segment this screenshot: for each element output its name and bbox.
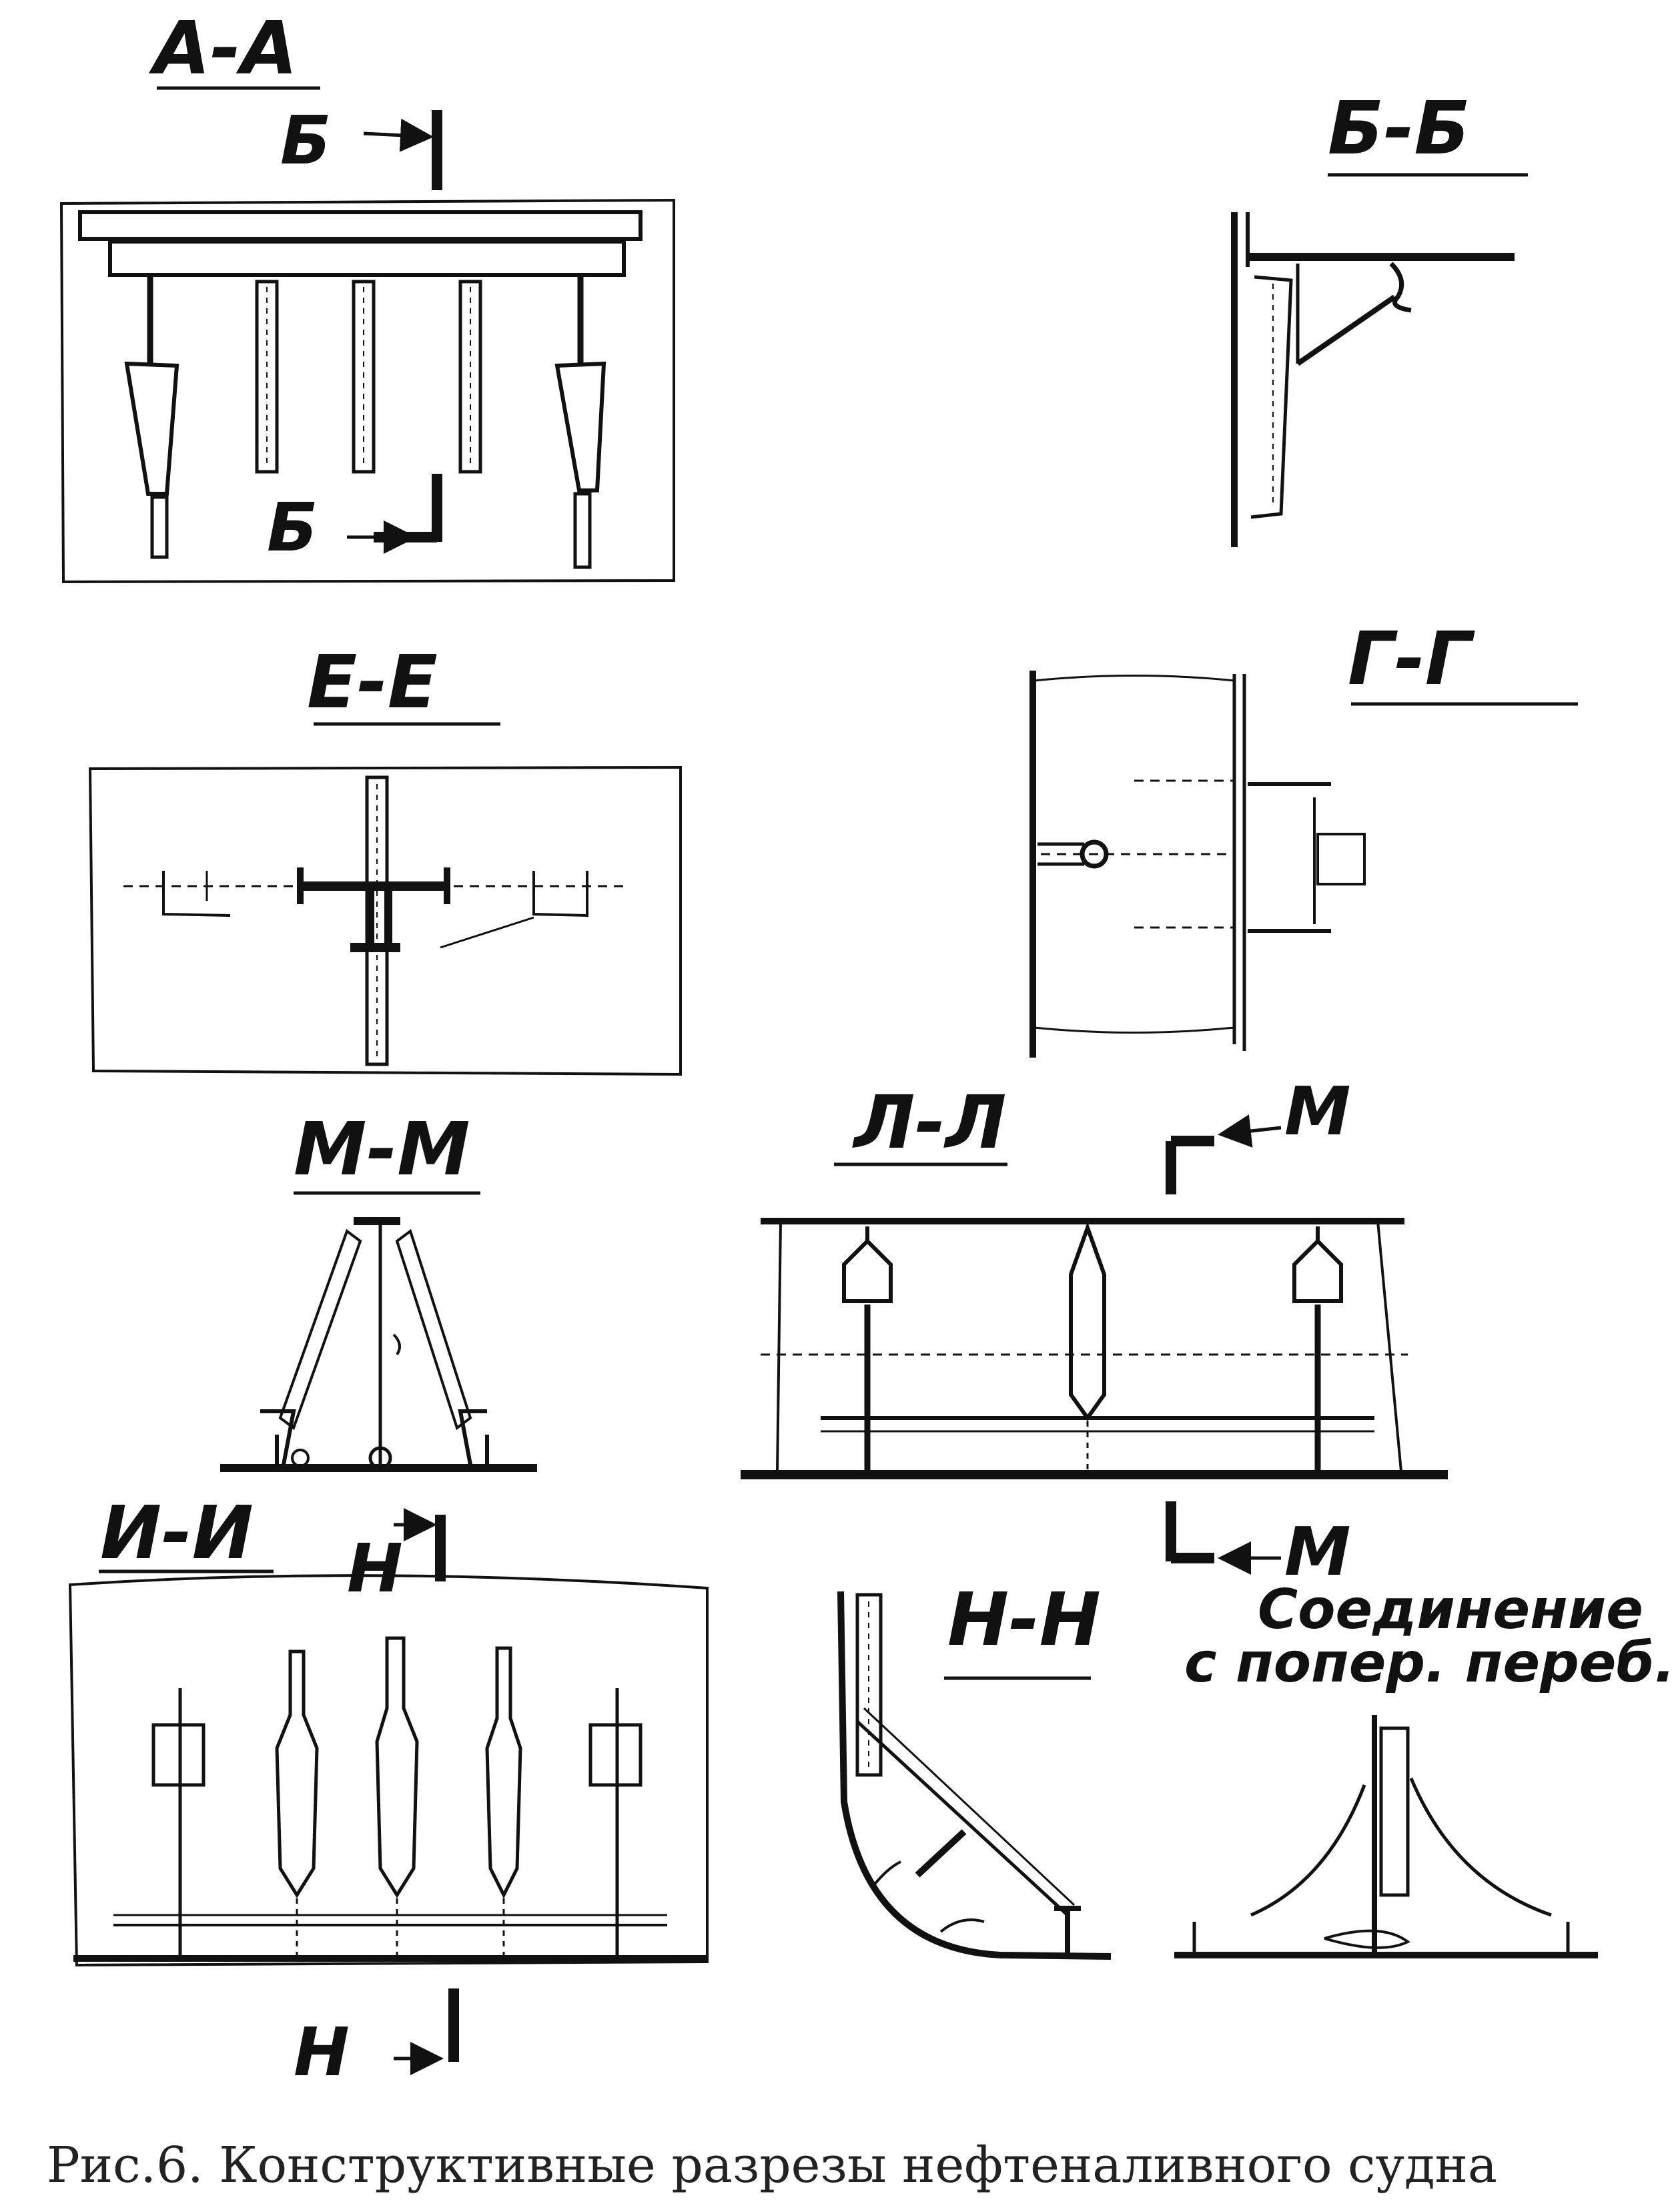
joint-note-line2: с попер. переб.	[1184, 1631, 1672, 1695]
section-marker-b-top: Б	[280, 101, 331, 179]
section-gg: Г-Г	[1029, 616, 1578, 1058]
section-bb-title: Б-Б	[1328, 85, 1470, 171]
section-nn-title: Н-Н	[947, 1577, 1101, 1662]
section-ii: И-И Н Н	[68, 1490, 709, 2091]
section-ii-title: И-И	[100, 1490, 254, 1575]
section-ee: Е-Е	[88, 639, 682, 1076]
section-ee-title: Е-Е	[307, 639, 438, 725]
section-marker-m-top: М	[1284, 1072, 1351, 1150]
section-gg-title: Г-Г	[1348, 616, 1475, 701]
section-marker-m-bottom: М	[1284, 1513, 1351, 1591]
section-marker-n-bottom: Н	[294, 2013, 350, 2091]
section-aa: А-А Б Б	[59, 5, 675, 584]
section-nn: Н-Н	[837, 1577, 1112, 1960]
section-marker-b-bottom: Б	[267, 488, 318, 567]
section-mm-title: М-М	[294, 1106, 470, 1192]
section-ll: Л-Л М М	[741, 1072, 1448, 1591]
transverse-bulkhead-joint: Соединение с попер. переб.	[1174, 1578, 1672, 1958]
section-mm: М-М	[220, 1106, 537, 1472]
figure-caption: Рис.6. Конструктивные разрезы нефтеналив…	[47, 2137, 1497, 2194]
section-marker-n-top: Н	[347, 1529, 403, 1607]
section-ll-title: Л-Л	[852, 1080, 1006, 1165]
joint-note-line1: Соединение	[1258, 1578, 1643, 1641]
section-aa-title: А-А	[148, 5, 298, 91]
section-bb: Б-Б	[1231, 85, 1528, 547]
